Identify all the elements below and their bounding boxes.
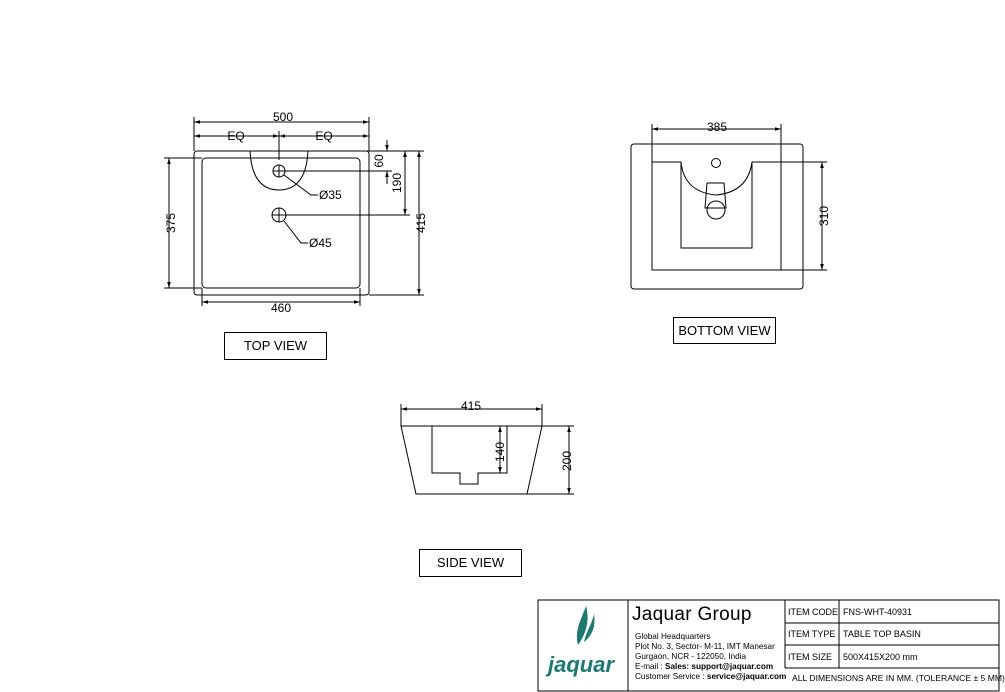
item-type-value: TABLE TOP BASIN <box>843 629 921 639</box>
side-view-drawing <box>400 404 574 495</box>
bottom-waste-outlet <box>704 182 727 209</box>
dim-190: 190 <box>390 173 404 193</box>
side-view-dimensions: 415 140 200 <box>461 399 574 471</box>
item-type-label: ITEM TYPE <box>788 629 836 639</box>
bottom-view-drawing <box>630 124 827 290</box>
dim-waste-hole: Ø45 <box>309 236 332 250</box>
bottom-tap-hole-icon <box>711 158 721 168</box>
top-view-label: TOP VIEW <box>224 332 327 360</box>
item-code-value: FNS-WHT-40931 <box>843 607 913 617</box>
top-view-drawing <box>164 117 424 306</box>
service-line: Customer Service : service@jaquar.com <box>635 672 786 682</box>
dim-500: 500 <box>273 110 293 124</box>
bottom-waste-pipe-icon <box>706 200 726 220</box>
top-view-dimensions: 500 EQ EQ 60 190 415 375 460 Ø35 Ø45 <box>164 110 428 315</box>
item-size-label: ITEM SIZE <box>788 652 833 662</box>
address-line-3: Gurgaon, NCR - 122050, India <box>635 652 747 661</box>
dim-eq-left: EQ <box>227 129 244 143</box>
bottom-view-tap-boss <box>680 161 753 196</box>
logo-leaf-icon <box>576 606 588 645</box>
dim-415-side: 415 <box>461 399 481 413</box>
top-view-inner-bowl <box>201 157 361 289</box>
dim-tap-hole: Ø35 <box>319 188 342 202</box>
tolerance-note: ALL DIMENSIONS ARE IN MM. (TOLERANCE ± 5… <box>792 673 1005 683</box>
dim-460: 460 <box>271 301 291 315</box>
title-block-frame <box>537 599 1000 692</box>
item-code-label: ITEM CODE <box>788 607 839 617</box>
top-view-outer-rim <box>193 150 370 296</box>
bottom-view-underside <box>651 161 782 271</box>
company-address: Global Headquarters Plot No. 3, Sector- … <box>635 632 786 682</box>
dim-385: 385 <box>707 120 727 134</box>
email-prefix: E-mail : <box>635 662 666 671</box>
service-prefix: Customer Service : <box>635 672 707 681</box>
address-line-2: Plot No. 3, Sector- M-11, IMT Manesar <box>635 642 775 651</box>
bottom-view-dimensions: 385 310 <box>707 120 831 226</box>
sales-email[interactable]: Sales: support@jaquar.com <box>665 662 774 671</box>
dim-200: 200 <box>560 451 574 471</box>
company-name: Jaquar Group <box>632 604 752 625</box>
logo-wordmark: jaquar <box>545 652 615 677</box>
dim-415-top: 415 <box>414 213 428 233</box>
side-view-bowl <box>431 426 508 485</box>
side-view-label: SIDE VIEW <box>419 549 522 577</box>
jaquar-logo: jaquar <box>545 606 615 677</box>
dim-140: 140 <box>493 442 507 462</box>
address-line-1: Global Headquarters <box>635 632 711 641</box>
bottom-view-outer <box>630 143 804 290</box>
dim-60: 60 <box>372 154 386 168</box>
email-line: E-mail : Sales: support@jaquar.com <box>635 662 786 672</box>
service-email[interactable]: service@jaquar.com <box>706 672 787 681</box>
tap-deck-bulge <box>249 150 309 191</box>
item-size-value: 500X415X200 mm <box>843 652 918 662</box>
dim-eq-right: EQ <box>315 129 332 143</box>
bottom-view-label: BOTTOM VIEW <box>673 317 776 344</box>
dim-310: 310 <box>817 206 831 226</box>
dim-375: 375 <box>164 213 178 233</box>
